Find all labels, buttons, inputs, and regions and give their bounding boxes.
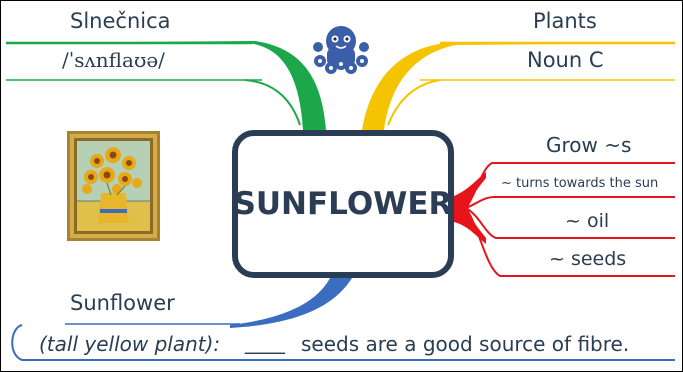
verb-label: Grow ~s xyxy=(546,133,632,157)
red-branch xyxy=(454,172,486,244)
blue-bracket xyxy=(11,324,675,361)
sentence-label: seeds are a good source of fibre. xyxy=(301,332,630,356)
category-label: Plants xyxy=(533,9,597,33)
center-node: SUNFLOWER xyxy=(232,130,454,278)
right-item-2: ~ oil xyxy=(565,210,610,232)
pronunciation-label: /ˈsʌnflaʊə/ xyxy=(62,48,165,72)
green-branch xyxy=(6,41,326,130)
sunflowers-painting xyxy=(67,131,160,241)
blue-branch xyxy=(230,278,352,328)
octopus-icon xyxy=(313,26,369,74)
grammar-label: Noun C xyxy=(527,48,604,72)
yellow-branch xyxy=(362,43,675,130)
bottom-word-label: Sunflower xyxy=(70,291,175,315)
translation-label: Slnečnica xyxy=(70,9,171,33)
center-word: SUNFLOWER xyxy=(233,186,453,222)
right-item-3: ~ seeds xyxy=(549,248,627,270)
blank-label: ____ xyxy=(245,330,285,354)
right-item-1: ~ turns towards the sun xyxy=(501,176,659,191)
definition-label: (tall yellow plant): xyxy=(39,332,221,356)
